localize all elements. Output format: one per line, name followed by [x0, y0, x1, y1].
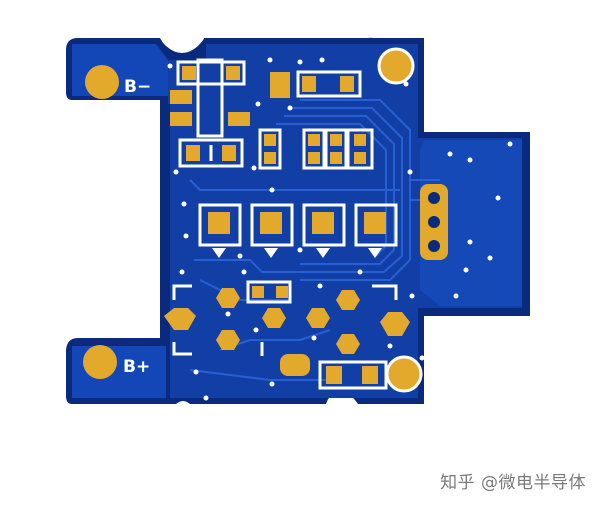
pad-top-right	[377, 47, 415, 85]
pad-b-negative	[85, 65, 119, 99]
pad-b-positive	[83, 345, 117, 379]
label-b-positive: B+	[123, 357, 150, 377]
copper-pour-right-block	[420, 140, 522, 306]
component-group-top-left	[170, 58, 250, 168]
component-group-bottom	[164, 280, 410, 390]
vias	[167, 57, 513, 401]
component-chip-pads	[264, 134, 366, 164]
connector-header	[420, 184, 448, 260]
pad-bottom-right	[385, 355, 423, 393]
watermark-text: 知乎 @微电半导体	[440, 473, 586, 493]
label-b-negative: B−	[124, 77, 151, 97]
component-top-middle	[270, 70, 362, 98]
mosfet-row	[198, 203, 398, 258]
component-chip-row	[258, 128, 374, 170]
